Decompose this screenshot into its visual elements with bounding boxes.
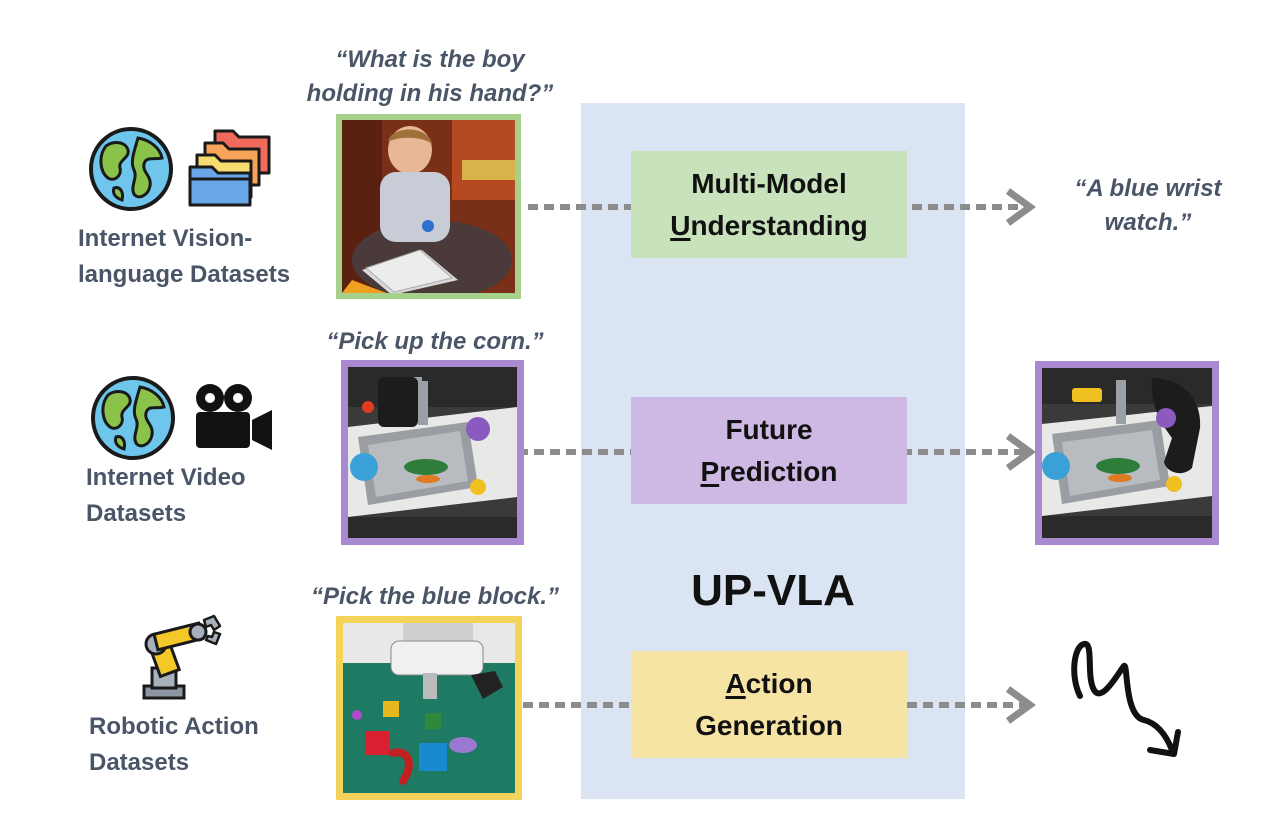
module-prediction-initial: P [700, 455, 720, 487]
dataset-label-line: Robotic Action [89, 713, 259, 740]
module-action: Action Generation [631, 651, 907, 758]
dataset-label-robotic: Robotic Action Datasets [89, 709, 329, 781]
dataset-label-video: Internet Video Datasets [86, 460, 326, 532]
module-understanding-initial: U [670, 209, 691, 241]
module-prediction: Future Prediction [631, 397, 907, 504]
dataset-label-line: Datasets [86, 500, 187, 527]
module-understanding: Multi-Model Understanding [631, 151, 907, 258]
query-quote-row2: “Pick up the corn.” [300, 325, 570, 359]
arrow-row3-head [1005, 686, 1036, 724]
globe-icon [89, 127, 173, 211]
query-quote-row1: “What is the boy holding in his hand?” [280, 43, 580, 111]
squiggle-arrow-icon [1071, 641, 1181, 757]
module-prediction-line1: Future [725, 413, 813, 445]
module-prediction-rest: rediction [719, 455, 838, 487]
boy-with-laptop-photo [336, 114, 521, 299]
quote-line: holding in his hand?” [306, 80, 554, 107]
quote-line: “A blue wrist [1074, 175, 1222, 202]
module-action-line1: Action [725, 663, 812, 705]
kitchen-sink-photo [341, 360, 524, 545]
quote-line: “What is the boy [335, 46, 525, 73]
globe-icon [91, 376, 175, 460]
arrow-row2-head [1005, 433, 1036, 471]
module-action-rest: ction [745, 667, 813, 699]
output-answer-row1: “A blue wrist watch.” [1050, 172, 1246, 240]
dataset-label-line: language Datasets [78, 261, 291, 288]
module-action-line2: Generation [695, 709, 843, 741]
folders-icon [188, 129, 271, 207]
quote-line: “Pick the blue block.” [310, 583, 560, 610]
dataset-label-line: Datasets [89, 749, 190, 776]
module-understanding-line1: Multi-Model [691, 167, 847, 199]
robot-arm-icon [142, 614, 222, 700]
query-quote-row3: “Pick the blue block.” [290, 580, 580, 614]
model-title: UP-VLA [691, 566, 855, 615]
dataset-label-line: Internet Vision- [78, 225, 253, 252]
module-action-initial: A [725, 667, 746, 699]
video-camera-icon [196, 384, 272, 450]
quote-line: “Pick up the corn.” [326, 328, 544, 355]
module-understanding-line2: Understanding [670, 205, 868, 247]
module-prediction-line2: Prediction [701, 451, 838, 493]
robot-blocks-photo [336, 616, 522, 800]
dataset-label-line: Internet Video [86, 464, 246, 491]
arrow-row1-head [1005, 188, 1036, 226]
dataset-label-vision-language: Internet Vision- language Datasets [78, 221, 318, 293]
module-understanding-rest: nderstanding [690, 209, 868, 241]
quote-line: watch.” [1104, 209, 1192, 236]
predicted-future-frame [1035, 361, 1219, 545]
